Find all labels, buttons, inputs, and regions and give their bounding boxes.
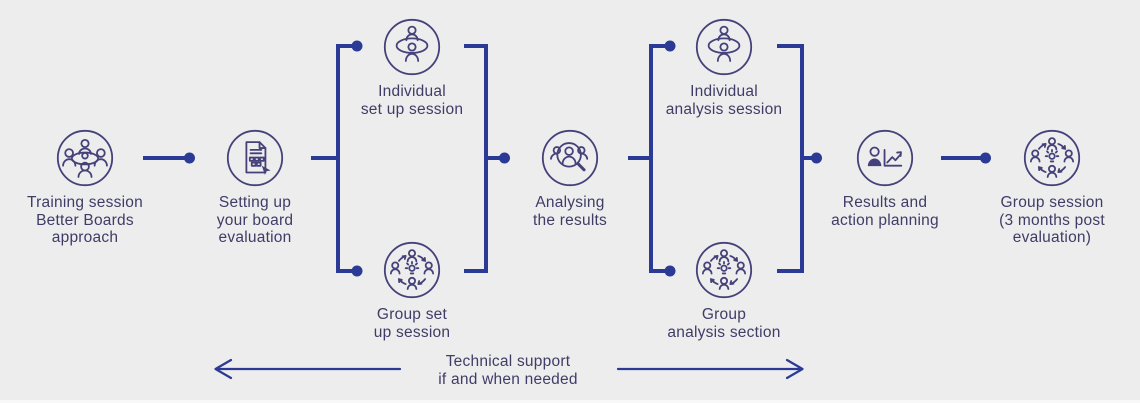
label-line: up session [373,323,451,341]
node-results-action-planning: Results and action planning [800,129,970,229]
people-magnifier-icon [541,129,599,187]
node-label: Individual set up session [361,83,463,118]
group-meeting-icon [56,129,114,187]
node-label: Individual analysis session [666,83,783,118]
connector-dot [811,152,822,164]
connector-dot [351,40,363,52]
group-collaboration-icon [383,241,441,299]
label-line: (3 months post [999,211,1105,229]
connector-dot [664,40,676,52]
node-individual-analysis-session: Individual analysis session [639,18,809,118]
label-line: Group [701,306,747,323]
support-arrow-left [214,358,402,380]
label-line: Setting up [218,194,292,211]
support-note-line: Technical support [445,353,571,370]
node-group-session-followup: Group session (3 months post evaluation) [967,129,1137,247]
node-label: Setting up your board evaluation [217,194,293,247]
node-group-set-up-session: Group set up session [337,241,487,341]
label-line: analysis section [667,323,781,341]
connector-dot [980,152,991,164]
label-line: Individual [690,83,758,100]
node-group-analysis-section: Group analysis section [639,241,809,341]
node-individual-set-up-session: Individual set up session [327,18,497,118]
one-on-one-meeting-icon [383,18,441,76]
label-line: Individual [378,83,446,100]
one-on-one-meeting-icon [695,18,753,76]
label-line: evaluation [218,229,292,246]
node-label: Analysing the results [533,194,607,229]
support-note-line: if and when needed [438,370,578,388]
node-label: Group session (3 months post evaluation) [999,194,1105,247]
label-line: approach [51,229,119,246]
label-line: your board [216,211,294,229]
node-label: Group analysis section [667,306,780,341]
support-arrow-right [616,358,804,380]
connector-dot [499,152,510,164]
node-label: Training session Better Boards approach [27,194,143,247]
split-bracket-left-2 [649,44,669,273]
label-line: set up session [360,100,464,118]
connector-dot [664,265,676,277]
label-line: Group session [1000,194,1104,211]
label-line: Group set [376,306,448,323]
label-line: evaluation) [1012,229,1092,246]
label-line: Better Boards [36,211,134,229]
document-cursor-icon [226,129,284,187]
connector-dot [184,152,195,164]
node-label: Results and action planning [831,194,939,229]
node-setting-up-evaluation: Setting up your board evaluation [180,129,330,247]
label-line: Analysing [535,194,605,211]
connector-dot [351,265,363,277]
group-collaboration-icon [695,241,753,299]
node-label: Group set up session [374,306,450,341]
label-line: action planning [831,211,939,229]
group-collaboration-icon [1023,129,1081,187]
label-line: Training session [26,194,143,211]
label-line: analysis session [665,100,783,118]
technical-support-note: Technical support if and when needed [398,353,618,388]
node-analysing-results: Analysing the results [495,129,645,229]
person-chart-icon [856,129,914,187]
node-training-session: Training session Better Boards approach [10,129,160,247]
split-bracket-left-1 [336,44,356,273]
label-line: the results [532,211,608,229]
label-line: Results and [842,194,928,211]
